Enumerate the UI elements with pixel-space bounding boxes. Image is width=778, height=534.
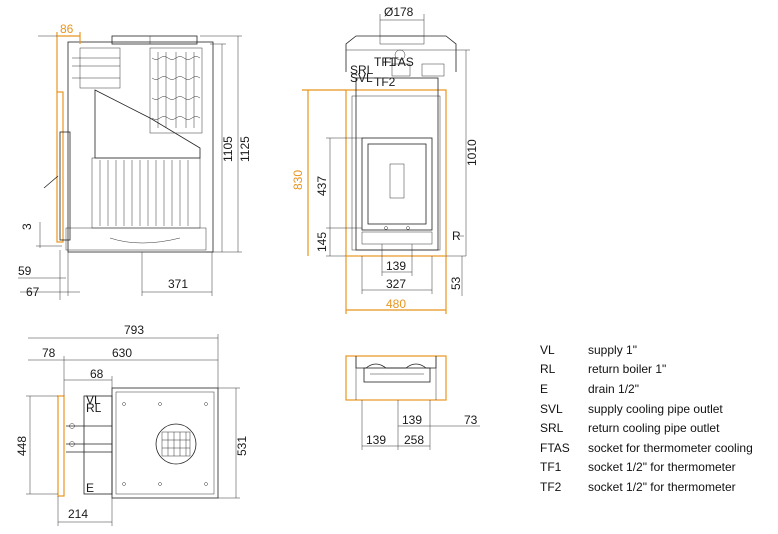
dim-1010: 1010 — [465, 139, 479, 166]
dim-371: 371 — [168, 277, 188, 291]
door-window — [389, 163, 405, 199]
legend-key: FTAS — [540, 440, 570, 455]
dim-630: 630 — [112, 346, 132, 360]
dim-59: 59 — [18, 264, 32, 278]
dim-437: 437 — [315, 176, 329, 196]
plan-cladding — [345, 355, 447, 401]
dim-258: 258 — [404, 433, 424, 447]
dim-139-plan-upper: 139 — [402, 413, 422, 427]
legend-key: RL — [540, 362, 556, 377]
label-tf2: TF2 — [374, 75, 396, 89]
dim-67: 67 — [26, 285, 40, 299]
legend-desc: socket for thermometer cooling — [588, 440, 753, 455]
top-body — [111, 387, 219, 499]
label-srl: SRL — [350, 63, 374, 77]
front-section-view: 86 1105 1125 3 59 67 371 — [18, 22, 252, 300]
dim-830: 830 — [291, 170, 305, 190]
dim-793: 793 — [124, 323, 144, 337]
plan-view: 139 73 139 258 — [345, 355, 480, 450]
legend-desc: return boiler 1" — [588, 362, 667, 377]
legend-key: E — [540, 381, 549, 396]
top-view: VL RL E 793 78 630 68 — [15, 323, 249, 526]
label-rl: RL — [86, 401, 102, 415]
dim-327: 327 — [386, 277, 406, 291]
front-panel-outline — [56, 91, 64, 243]
legend-desc: socket 1/2" for thermometer — [588, 479, 736, 494]
legend-key: TF1 — [540, 460, 562, 475]
side-front-view: SRL SVL TF1 FTAS TF2 Ø178 830 1010 43 — [291, 5, 479, 314]
label-e: E — [86, 481, 94, 495]
dim-145: 145 — [315, 232, 329, 252]
label-ftas: FTAS — [384, 55, 414, 69]
flue-baffle — [94, 89, 201, 159]
dim-480: 480 — [386, 297, 406, 311]
dim-531: 531 — [235, 436, 249, 456]
door-handle — [43, 175, 59, 189]
dim-73: 73 — [464, 413, 478, 427]
dim-78: 78 — [42, 346, 56, 360]
dim-139-plan-lower: 139 — [366, 433, 386, 447]
heat-exchanger — [149, 47, 203, 134]
cladding-outline — [345, 89, 447, 257]
dim-3: 3 — [20, 223, 34, 230]
dim-68: 68 — [90, 367, 104, 381]
legend-key: VL — [540, 342, 555, 357]
boiler-body — [67, 41, 214, 253]
legend-key: SVL — [540, 401, 563, 416]
legend-desc: supply 1" — [588, 342, 637, 357]
dim-139-front: 139 — [386, 259, 406, 273]
dim-53: 53 — [449, 276, 463, 290]
legend-desc: drain 1/2" — [588, 381, 639, 396]
legend-desc: return cooling pipe outlet — [588, 421, 720, 436]
legend-desc: supply cooling pipe outlet — [588, 401, 723, 416]
legend-row: TF2 socket 1/2" for thermometer — [540, 477, 776, 497]
door-frame — [361, 137, 433, 231]
dim-1125: 1125 — [238, 136, 252, 162]
dim-86: 86 — [60, 22, 74, 36]
legend-row: E drain 1/2" — [540, 379, 776, 399]
legend-table: VL supply 1" RL return boiler 1" E drain… — [540, 340, 776, 497]
legend-key: SRL — [540, 421, 564, 436]
dim-178: Ø178 — [384, 5, 414, 19]
connector-plate — [83, 395, 113, 495]
legend-desc: socket 1/2" for thermometer — [588, 460, 736, 475]
door — [59, 131, 71, 241]
legend-row: RL return boiler 1" — [540, 360, 776, 380]
legend-row: FTAS socket for thermometer cooling — [540, 438, 776, 458]
legend-row: SRL return cooling pipe outlet — [540, 418, 776, 438]
legend-key: TF2 — [540, 479, 562, 494]
boiler-body-front — [355, 77, 439, 251]
legend-row: SVL supply cooling pipe outlet — [540, 399, 776, 419]
dim-448: 448 — [15, 436, 29, 456]
flue-outlet — [155, 423, 197, 465]
dim-214: 214 — [68, 507, 88, 521]
legend-row: TF1 socket 1/2" for thermometer — [540, 458, 776, 478]
dim-1105: 1105 — [221, 136, 235, 162]
label-tf1: TF1 — [374, 55, 396, 69]
legend-row: VL supply 1" — [540, 340, 776, 360]
label-vl: VL — [86, 393, 101, 407]
